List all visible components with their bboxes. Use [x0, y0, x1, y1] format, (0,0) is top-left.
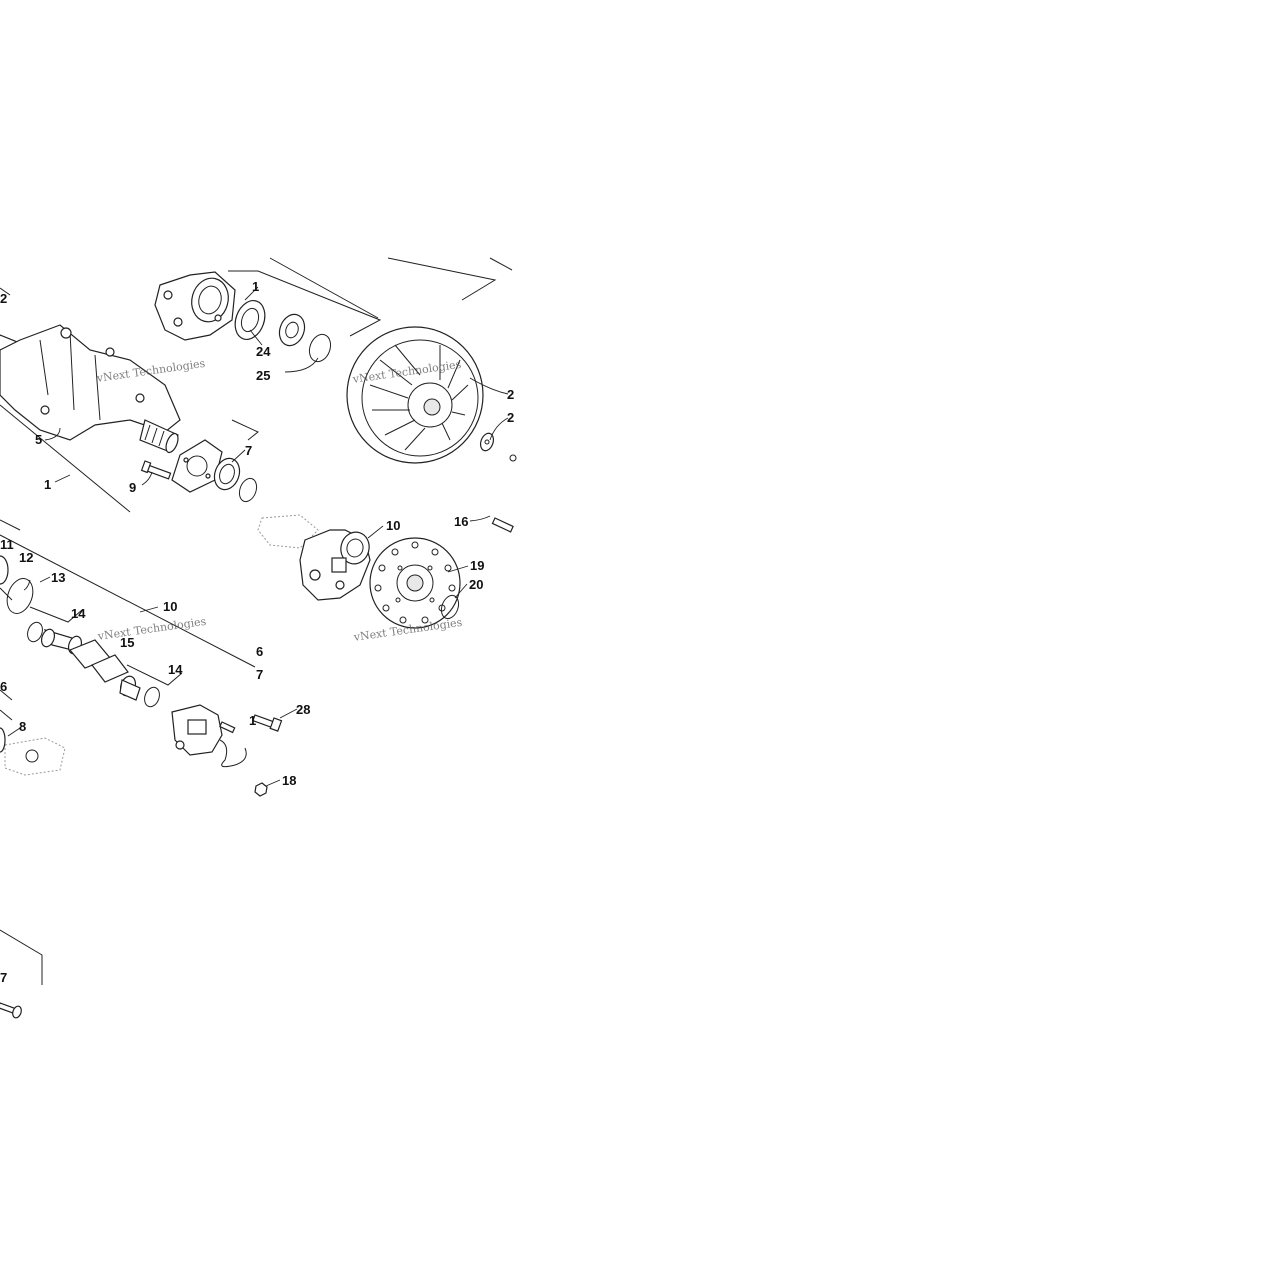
- callout-14-upper: 14: [71, 606, 86, 621]
- callout-6-left: 6: [0, 679, 8, 694]
- circlip-20: [440, 594, 460, 620]
- bolt-9: [140, 460, 172, 480]
- callout-11: 11: [0, 537, 14, 552]
- callout-10-right: 10: [386, 518, 401, 533]
- callout-2-pulley: 2: [507, 387, 515, 402]
- callout-8: 8: [19, 719, 27, 734]
- callout-7-upper: 7: [245, 443, 253, 458]
- pulley-washer: [479, 432, 517, 462]
- callout-5: 5: [35, 432, 43, 447]
- nut-18: [254, 782, 268, 797]
- spring-clip: [219, 721, 236, 734]
- callout-2-washer: 2: [507, 410, 515, 425]
- driven-pulley: [346, 326, 484, 464]
- caliper-right: [257, 514, 371, 601]
- bracket-lines: [0, 257, 513, 985]
- gasket-plate: [171, 439, 223, 493]
- callout-25: 25: [256, 368, 271, 383]
- bearing-housing-upper: [154, 271, 236, 341]
- callout-7-right: 7: [256, 667, 264, 682]
- callout-1-shaft: 1: [44, 477, 52, 492]
- callout-13: 13: [51, 570, 66, 585]
- callout-19: 19: [470, 558, 485, 573]
- callout-1-caliper: 1: [249, 713, 257, 728]
- callout-2-top: 2: [0, 291, 8, 306]
- callout-28: 28: [296, 702, 311, 717]
- callout-6-right: 6: [256, 644, 264, 659]
- callout-24: 24: [256, 344, 271, 359]
- brake-components-left: [0, 555, 160, 708]
- gasket-8: [0, 727, 66, 776]
- callout-18: 18: [282, 773, 297, 788]
- bolt-28: [252, 714, 283, 732]
- callout-20: 20: [469, 577, 484, 592]
- bearing-24: [234, 300, 306, 347]
- brake-disc: [369, 537, 461, 629]
- callout-16-right: 16: [454, 514, 469, 529]
- callout-12: 12: [19, 550, 34, 565]
- oil-seal: [213, 457, 258, 503]
- callout-1-top: 1: [252, 279, 260, 294]
- drive-shaft-housing: [0, 324, 181, 454]
- callout-10-left: 10: [163, 599, 178, 614]
- callout-9: 9: [129, 480, 137, 495]
- bolt-bottom: [0, 1002, 22, 1019]
- callout-15: 15: [120, 635, 135, 650]
- pin-16-right: [491, 517, 514, 533]
- o-ring-25: [308, 333, 332, 363]
- callout-7-bottom: 7: [0, 970, 8, 985]
- caliper-lower: [171, 704, 247, 768]
- leader-lines: [7, 286, 509, 787]
- callout-14-lower: 14: [168, 662, 183, 677]
